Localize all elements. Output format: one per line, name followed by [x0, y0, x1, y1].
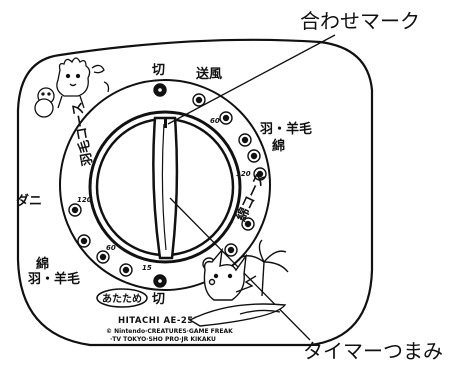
- detent-bottom: [153, 274, 167, 288]
- cotton-right-label: 綿: [272, 138, 285, 154]
- off-bottom-label: 切: [152, 292, 165, 307]
- align-mark-leader: [167, 34, 336, 125]
- num-120-right: 120: [236, 170, 251, 178]
- timer-knob-label: タイマーつまみ: [303, 339, 443, 363]
- timer-knob[interactable]: [88, 110, 242, 264]
- detent-top: [153, 83, 167, 97]
- num-120-left: 120: [77, 196, 92, 204]
- cotton-left-label: 綿: [36, 256, 49, 272]
- model-label: HITACHI AE-25P: [118, 316, 200, 326]
- pikachu-surfing-icon: [188, 239, 289, 327]
- copyright-line-1: © Nintendo·CREATURES·GAME FREAK: [106, 328, 233, 335]
- mites-label: ダニ: [16, 193, 42, 209]
- pokemon-characters-icon: [34, 57, 110, 118]
- feather-wool-right-label: 羽・羊毛: [260, 121, 312, 137]
- outer-dial-ring: [59, 79, 271, 291]
- warm-label: あたため: [102, 292, 142, 305]
- feather-wool-left-label: 羽・羊毛: [28, 271, 80, 287]
- copyright-line-2: ·TV TOKYO·SHO PRO·JR KIKAKU: [110, 336, 216, 343]
- detent-markers: [68, 83, 267, 288]
- knob-grip: [152, 116, 179, 260]
- num-60-left: 60: [106, 244, 116, 252]
- num-15: 15: [142, 264, 152, 272]
- num-60-right: 60: [210, 117, 220, 125]
- warm-badge: [96, 288, 148, 308]
- fan-label: 送風: [195, 66, 222, 82]
- off-top-label: 切: [152, 63, 165, 78]
- alignment-mark: [164, 119, 167, 128]
- align-mark-label: 合わせマーク: [300, 9, 420, 33]
